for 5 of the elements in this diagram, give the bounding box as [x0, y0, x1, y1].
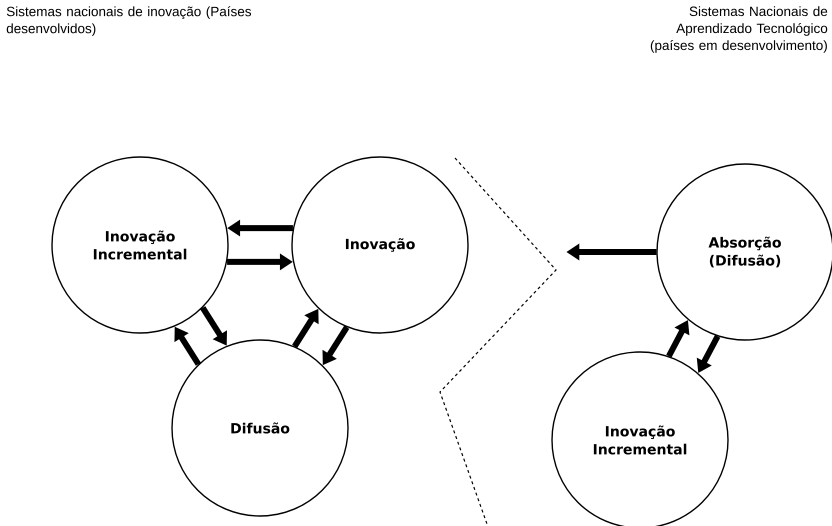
circle-node: Inovação Incremental	[51, 156, 229, 334]
heading-text: Sistemas Nacionais de Aprendizado Tecnológico (países em desenvolvimento)	[650, 6, 828, 53]
circle-node: Difusão	[171, 339, 349, 517]
heading-text: Sistemas nacionais de inovação (Países desenvolvidos)	[6, 6, 252, 36]
circle-node: Inovação	[291, 156, 469, 334]
